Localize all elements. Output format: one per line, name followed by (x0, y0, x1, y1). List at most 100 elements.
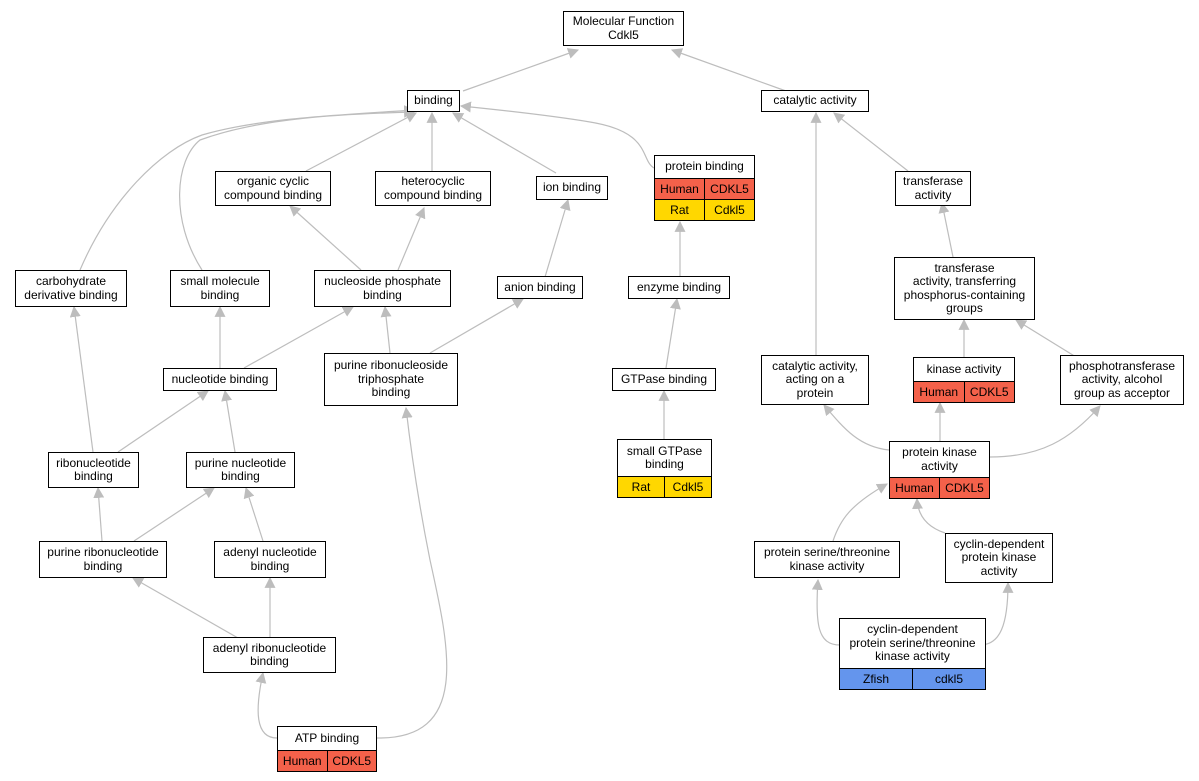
edge-protkin-catprot (823, 404, 890, 451)
term-node-carb[interactable]: carbohydrate derivative binding (15, 270, 127, 307)
term-label: purine nucleotide binding (194, 455, 287, 483)
term-label: purine ribonucleoside triphosphate bindi… (333, 358, 449, 400)
term-node-cdk[interactable]: cyclin-dependent protein kinase activity (945, 533, 1053, 583)
term-node-adenyl[interactable]: adenyl nucleotide binding (214, 541, 326, 578)
annotation-row: Rat Cdkl5 (618, 476, 711, 497)
term-node-mf[interactable]: Molecular Function Cdkl5 (563, 11, 684, 46)
term-label: small molecule binding (180, 274, 260, 302)
term-label: ATP binding (294, 730, 360, 745)
term-label: transferase activity, transferring phosp… (903, 260, 1026, 315)
term-node-ion[interactable]: ion binding (536, 176, 608, 200)
term-label: ion binding (542, 180, 602, 195)
term-node-hcb[interactable]: heterocyclic compound binding (375, 171, 491, 206)
term-node-enzyme[interactable]: enzyme binding (628, 276, 730, 299)
edge-atp-prnts (375, 406, 448, 739)
term-label: cyclin-dependent protein kinase activity (953, 536, 1045, 578)
term-label: adenyl ribonucleotide binding (212, 640, 327, 668)
term-node-catprot[interactable]: catalytic activity, acting on a protein (761, 355, 869, 405)
term-node-purnuc[interactable]: purine nucleotide binding (186, 452, 295, 488)
term-label: kinase activity (926, 361, 1002, 376)
gene-cell: Cdkl5 (664, 477, 711, 497)
annotation-row: Human CDKL5 (914, 381, 1014, 402)
edge-cdkst-serthr (811, 578, 841, 646)
term-node-nucb[interactable]: nucleotide binding (163, 368, 277, 391)
edge-ribonuc-nucb (117, 390, 209, 453)
term-label: phosphotransferase activity, alcohol gro… (1068, 358, 1176, 400)
edge-purribo-purnuc (133, 487, 215, 542)
organism-cell: Human (282, 754, 322, 768)
term-label: ribonucleotide binding (56, 455, 131, 483)
edge-cdk-protkin (912, 497, 946, 534)
term-node-gtpase[interactable]: GTPase binding (612, 368, 716, 391)
term-node-cdkst[interactable]: cyclin-dependent protein serine/threonin… (839, 618, 986, 690)
organism-cell: Human (660, 182, 699, 196)
term-node-ocb[interactable]: organic cyclic compound binding (215, 171, 331, 206)
edge-prnts-nucphos (380, 305, 392, 354)
term-label: heterocyclic compound binding (383, 174, 483, 202)
term-label: binding (414, 93, 453, 108)
organism-cell: Human (919, 385, 959, 399)
annotation-row: Human CDKL5 (655, 178, 754, 199)
term-node-prnts[interactable]: purine ribonucleoside triphosphate bindi… (324, 353, 458, 406)
term-label: protein binding (665, 159, 744, 174)
term-label: protein serine/threonine kinase activity (763, 545, 891, 573)
edge-anion-ion (544, 198, 571, 278)
gene-cell: cdkl5 (912, 669, 985, 689)
edge-catalytic-mf (670, 48, 787, 92)
term-label: catalytic activity, acting on a protein (772, 358, 858, 400)
edge-ion-binding (452, 112, 557, 174)
term-label: catalytic activity (773, 93, 857, 108)
edge-nucphos-ocb (289, 205, 362, 271)
term-label: purine ribonucleotide binding (47, 545, 159, 573)
edge-nucb-nucphos (243, 306, 354, 369)
term-node-catalytic[interactable]: catalytic activity (761, 90, 869, 112)
term-node-serthr[interactable]: protein serine/threonine kinase activity (754, 541, 900, 578)
edge-adenyl-purnuc (243, 486, 264, 542)
term-node-anion[interactable]: anion binding (497, 276, 583, 299)
term-label: transferase activity (902, 174, 964, 202)
term-node-smb[interactable]: small molecule binding (170, 270, 270, 307)
edge-ribonuc-carb (69, 305, 94, 453)
term-label: nucleotide binding (171, 371, 269, 386)
edge-protkin-phosalc (989, 405, 1101, 458)
term-node-nucphos[interactable]: nucleoside phosphate binding (314, 270, 451, 307)
term-node-adribo[interactable]: adenyl ribonucleotide binding (203, 637, 336, 673)
term-label: protein kinase activity (902, 445, 977, 473)
term-node-ribonuc[interactable]: ribonucleotide binding (48, 452, 139, 488)
term-node-phosalc[interactable]: phosphotransferase activity, alcohol gro… (1060, 355, 1184, 405)
edge-phosalc-transphos (1015, 319, 1077, 358)
gene-cell: CDKL5 (939, 478, 989, 498)
edge-transferase-catalytic (833, 112, 909, 172)
term-node-transphos[interactable]: transferase activity, transferring phosp… (894, 257, 1035, 320)
term-label: Molecular Function Cdkl5 (572, 14, 675, 42)
edge-atp-adribo (255, 671, 278, 739)
term-label: carbohydrate derivative binding (24, 274, 118, 302)
edge-purnuc-nucb (221, 389, 236, 453)
gene-cell: CDKL5 (326, 751, 377, 771)
gene-cell: CDKL5 (963, 382, 1015, 402)
organism-cell: Rat (631, 480, 651, 494)
edge-serthr-protkin (832, 483, 888, 542)
term-node-binding[interactable]: binding (407, 90, 460, 112)
gene-cell: Cdkl5 (704, 200, 754, 220)
edge-ocb-binding (305, 112, 417, 172)
edge-gtpase-enzyme (665, 297, 681, 369)
organism-cell: Human (895, 481, 934, 495)
edge-prnts-anion (429, 298, 524, 354)
term-label: small GTPase binding (626, 443, 703, 471)
term-label: anion binding (504, 279, 576, 294)
edge-smb-binding (179, 106, 416, 271)
edge-binding-mf (462, 48, 580, 92)
term-label: organic cyclic compound binding (223, 174, 323, 202)
gene-cell: CDKL5 (704, 179, 754, 199)
term-node-purribo[interactable]: purine ribonucleotide binding (39, 541, 167, 578)
edge-nucphos-hcb (397, 206, 426, 271)
term-node-transferase[interactable]: transferase activity (895, 171, 971, 206)
